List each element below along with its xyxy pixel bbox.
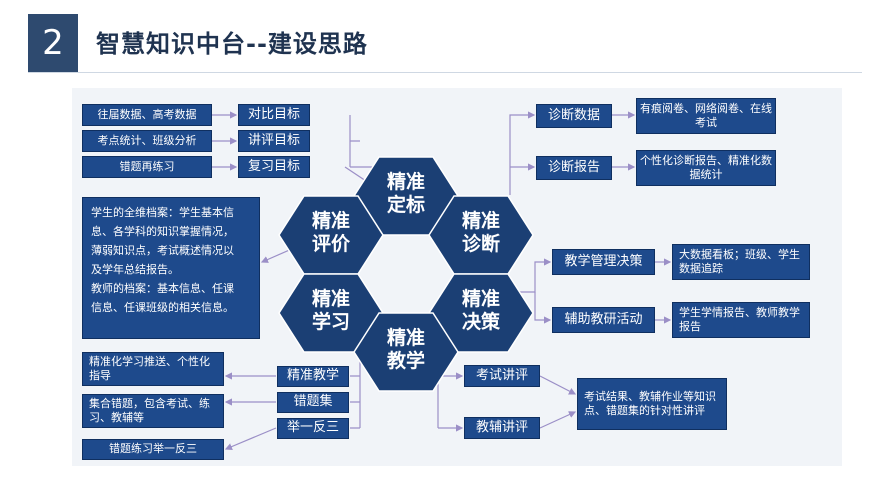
goal-label-duibi: 对比目标 [238, 104, 310, 126]
evaluation-description: 学生的全维档案：学生基本信 息、各学科的知识掌握情况， 薄弱知识点，考试概述情况… [82, 197, 260, 339]
learning-label-precise: 精准教学 [277, 366, 349, 387]
evaluation-line: 信息、任课班级的相关信息。 [91, 300, 234, 314]
hex-label-line: 评价 [311, 232, 350, 255]
diagnosis-detail-box: 个性化诊断报告、精准化数据统计 [636, 150, 776, 186]
hex-jiaoxue: 精准教学 [376, 327, 436, 373]
evaluation-line: 及学年总结报告。 [91, 262, 179, 276]
goal-detail-box: 考点统计、班级分析 [82, 130, 212, 152]
goal-detail-box: 错题再练习 [82, 156, 212, 178]
header-divider [28, 72, 862, 73]
goal-detail-box: 往届数据、高考数据 [82, 104, 212, 126]
hex-label-line: 精准 [386, 171, 425, 193]
hex-label-line: 精准 [386, 327, 425, 349]
decision-label-research: 辅助教研活动 [552, 307, 655, 333]
learning-detail-box: 精准化学习推送、个性化指导 [82, 352, 224, 386]
teaching-label-tutorial: 教辅讲评 [464, 417, 540, 439]
learning-detail-box: 错题练习举一反三 [82, 439, 224, 460]
evaluation-line: 教师的档案：基本信息、任课 [91, 281, 234, 295]
hex-juece: 精准决策 [451, 288, 511, 334]
learning-label-mistakes: 错题集 [277, 392, 349, 413]
hex-label-line: 教学 [386, 349, 425, 372]
goal-label-fuxi: 复习目标 [238, 156, 310, 178]
hex-label-line: 诊断 [461, 232, 500, 255]
teaching-label-exam: 考试讲评 [464, 365, 540, 387]
learning-label-inference: 举一反三 [277, 418, 349, 439]
evaluation-line: 息、各学科的知识掌握情况， [91, 224, 234, 238]
hex-shape [353, 312, 459, 392]
hex-xuexi: 精准学习 [301, 288, 361, 334]
decision-detail-box: 大数据看板；班级、学生数据追踪 [672, 244, 810, 280]
section-number: 2 [28, 14, 78, 72]
hex-label-line: 精准 [311, 210, 350, 232]
learning-detail-box: 集合错题，包含考试、练习、教辅等 [82, 394, 224, 428]
hex-zhenduan: 精准诊断 [451, 210, 511, 256]
diagnosis-label-data: 诊断数据 [536, 104, 612, 128]
hex-label-line: 学习 [311, 310, 350, 333]
page-title: 智慧知识中台--建设思路 [96, 30, 368, 58]
evaluation-line: 薄弱知识点，考试概述情况以 [91, 243, 234, 257]
teaching-detail-box: 考试结果、教辅作业等知识点、错题集的针对性讲评 [577, 378, 727, 430]
hex-label-line: 决策 [461, 310, 500, 333]
hex-label-line: 精准 [461, 210, 500, 232]
diagnosis-label-report: 诊断报告 [536, 156, 612, 180]
evaluation-line: 学生的全维档案：学生基本信 [91, 206, 234, 219]
goal-label-jiangping: 讲评目标 [238, 130, 310, 152]
decision-detail-box: 学生学情报告、教师教学报告 [672, 302, 810, 338]
hex-label-line: 精准 [461, 288, 500, 310]
hex-label-line: 精准 [311, 288, 350, 310]
hex-pingjia: 精准评价 [301, 210, 361, 256]
hex-label-line: 定标 [386, 193, 425, 216]
diagnosis-detail-box: 有痕阅卷、网络阅卷、在线考试 [636, 98, 776, 134]
hex-dingbiao: 精准定标 [376, 171, 436, 217]
decision-label-management: 教学管理决策 [552, 249, 655, 275]
